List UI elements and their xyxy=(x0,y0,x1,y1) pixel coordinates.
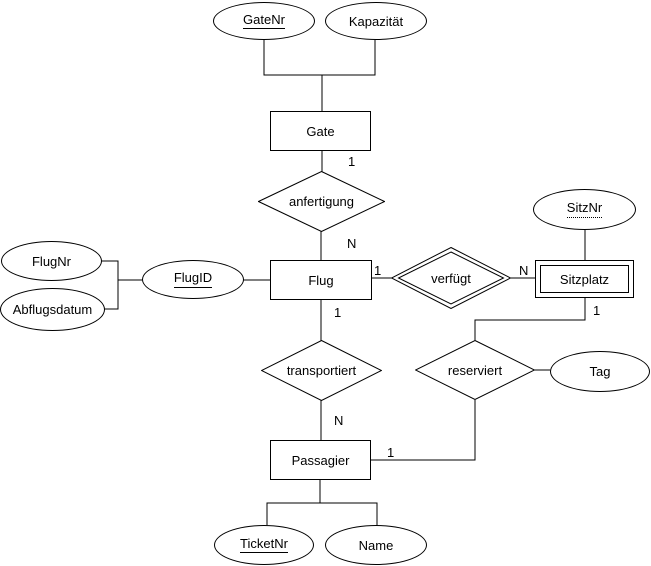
attribute-gatenr-label: GateNr xyxy=(243,12,285,30)
cardinality-sitzplatz-reserviert[interactable]: 1 xyxy=(593,303,601,318)
relationship-reserviert[interactable]: reserviert xyxy=(415,340,535,400)
weak-entity-inner-border: Sitzplatz xyxy=(540,265,629,293)
connector-gatenr-kapazitaet-gate[interactable] xyxy=(263,40,376,111)
connector-reserviert-passagier[interactable] xyxy=(371,400,476,461)
attribute-tag[interactable]: Tag xyxy=(550,351,650,392)
diamond-shape xyxy=(261,340,382,401)
relationship-verfuegt[interactable]: verfügt xyxy=(391,247,511,309)
entity-flug-label: Flug xyxy=(308,272,334,288)
relationship-reserviert-label: reserviert xyxy=(447,362,503,378)
attribute-flugid-label: FlugID xyxy=(173,271,213,288)
attribute-name-label: Name xyxy=(358,537,394,553)
attribute-abflugsdatum[interactable]: Abflugsdatum xyxy=(0,288,105,331)
relationship-verfuegt-label: verfügt xyxy=(431,270,471,286)
entity-sitzplatz-label: Sitzplatz xyxy=(559,271,610,287)
diamond-shape xyxy=(258,171,385,232)
cardinality-flug-verfuegt[interactable]: 1 xyxy=(374,263,382,278)
relationship-transportiert[interactable]: transportiert xyxy=(261,340,382,401)
entity-passagier-label: Passagier xyxy=(291,452,350,468)
attribute-tag-label: Tag xyxy=(589,364,611,379)
attribute-flugid[interactable]: FlugID xyxy=(142,260,244,299)
relationship-transportiert-label: transportiert xyxy=(286,363,357,378)
attribute-sitznr[interactable]: SitzNr xyxy=(533,189,636,230)
cardinality-anfertigung-flug[interactable]: N xyxy=(347,236,357,251)
connector-flugnr-abflugsdatum-bracket[interactable] xyxy=(101,260,142,310)
attribute-sitznr-label: SitzNr xyxy=(566,201,603,218)
cardinality-passagier-reserviert[interactable]: 1 xyxy=(387,445,395,460)
entity-gate-label: Gate xyxy=(306,123,335,139)
entity-gate[interactable]: Gate xyxy=(270,111,371,151)
attribute-abflugsdatum-label: Abflugsdatum xyxy=(12,302,93,317)
relationship-anfertigung-label: anfertigung xyxy=(288,194,355,209)
entity-passagier[interactable]: Passagier xyxy=(270,440,371,480)
entity-sitzplatz[interactable]: Sitzplatz xyxy=(535,260,634,298)
cardinality-transportiert-passagier[interactable]: N xyxy=(334,413,344,428)
entity-flug[interactable]: Flug xyxy=(270,260,372,300)
attribute-kapazitaet[interactable]: Kapazität xyxy=(325,2,427,40)
cardinality-flug-transportiert[interactable]: 1 xyxy=(334,305,342,320)
attribute-ticketnr[interactable]: TicketNr xyxy=(214,525,314,565)
attribute-flugnr-label: FlugNr xyxy=(31,253,71,269)
diamond-shape xyxy=(415,340,535,400)
cardinality-verfuegt-sitzplatz[interactable]: N xyxy=(519,263,529,278)
cardinality-gate-anfertigung[interactable]: 1 xyxy=(348,154,356,169)
attribute-kapazitaet-label: Kapazität xyxy=(348,13,404,29)
attribute-gatenr[interactable]: GateNr xyxy=(213,2,315,40)
attribute-flugnr[interactable]: FlugNr xyxy=(1,241,102,281)
attribute-name[interactable]: Name xyxy=(325,525,427,565)
connector-sitzplatz-reserviert[interactable] xyxy=(474,297,586,341)
connector-passagier-ticketnr-name[interactable] xyxy=(266,480,378,525)
relationship-anfertigung[interactable]: anfertigung xyxy=(258,171,385,232)
attribute-ticketnr-label: TicketNr xyxy=(240,536,288,554)
double-diamond-shape xyxy=(391,247,511,309)
